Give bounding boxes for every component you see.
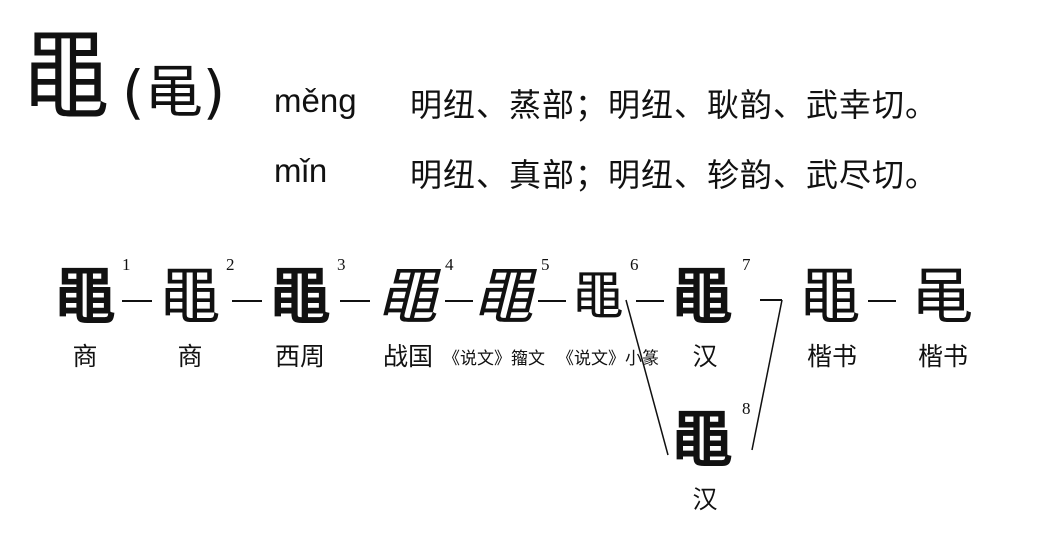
- dash: [538, 300, 566, 302]
- pinyin-1: měng: [274, 82, 357, 119]
- glyph-zhanguo: 黽: [375, 260, 439, 333]
- form-number: 8: [742, 399, 751, 418]
- dash: [636, 300, 664, 302]
- glyph-han: 黽: [670, 260, 734, 333]
- period-label: 西周: [274, 342, 326, 371]
- glyph-han-2: 黽: [670, 403, 734, 476]
- form-number: 4: [445, 255, 454, 274]
- glyph-shang-1: 黽: [53, 260, 117, 333]
- period-label: 汉: [692, 342, 718, 371]
- period-label: 楷书: [806, 342, 858, 371]
- dash: [445, 300, 473, 302]
- period-label: 商: [177, 342, 203, 371]
- glyph-xizhou: 黽: [268, 260, 332, 333]
- form-number: 5: [541, 255, 550, 274]
- definition-2: 明纽、真部；明纽、轸韵、武尽切。: [410, 156, 939, 194]
- glyph-xiaozhuan: 黽: [571, 267, 625, 327]
- period-label: 《说文》籀文: [443, 349, 545, 369]
- period-label: 商: [72, 342, 98, 371]
- period-label: 战国: [382, 342, 434, 371]
- dash: [868, 300, 896, 302]
- form-number: 1: [122, 255, 131, 274]
- headword: 黽: [22, 20, 111, 134]
- definition-1: 明纽、蒸部；明纽、耿韵、武幸切。: [410, 86, 939, 124]
- glyph-kaishu-1: 黽: [798, 260, 862, 333]
- simplified-form: (黾): [122, 58, 226, 126]
- dash: [122, 300, 152, 302]
- pinyin-2: mǐn: [274, 152, 328, 189]
- form-number: 3: [337, 255, 346, 274]
- glyph-shang-2: 黽: [158, 260, 222, 333]
- period-label: 《说文》小篆: [557, 349, 659, 369]
- form-number: 6: [630, 255, 639, 274]
- period-label: 汉: [692, 485, 718, 514]
- dash: [340, 300, 370, 302]
- form-number: 2: [226, 255, 235, 274]
- dash: [232, 300, 262, 302]
- period-label: 楷书: [917, 342, 969, 371]
- glyph-zhouwen: 黽: [471, 260, 535, 333]
- form-number: 7: [742, 255, 751, 274]
- glyph-kaishu-2: 黾: [910, 260, 974, 333]
